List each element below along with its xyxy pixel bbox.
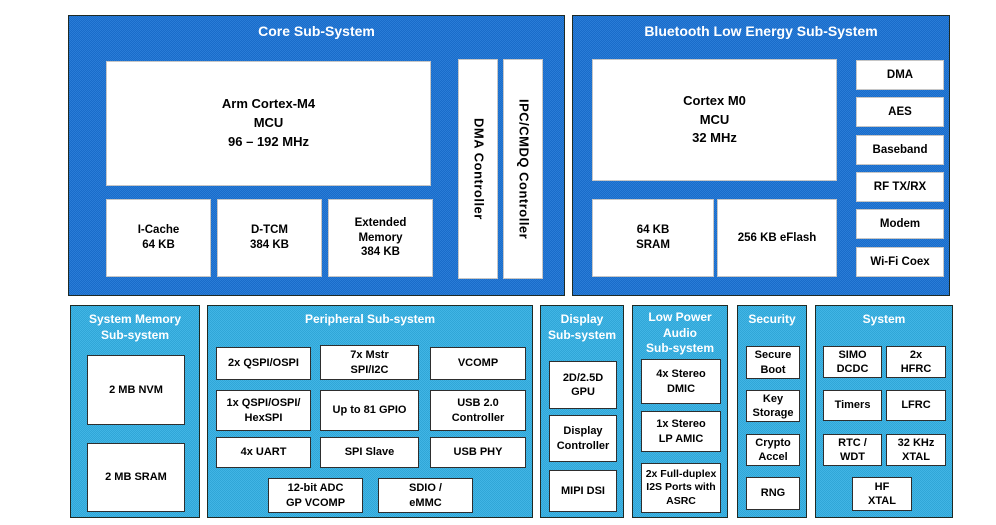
display-panel: Display Sub-system 2D/2.5D GPU Display C… — [540, 305, 624, 518]
peripheral-title: Peripheral Sub-system — [304, 312, 436, 326]
block-7x-mstr-spi-i2c: 7x Mstr SPI/I2C — [320, 345, 419, 380]
block-arm-cortex-m4: Arm Cortex-M4 MCU 96 – 192 MHz — [106, 61, 431, 186]
core-subsystem-title: Core Sub-System — [258, 23, 375, 39]
block-spi-slave: SPI Slave — [320, 437, 419, 468]
display-title: Display Sub-system — [547, 312, 617, 342]
block-81-gpio: Up to 81 GPIO — [320, 390, 419, 431]
block-usb-phy: USB PHY — [430, 437, 526, 468]
block-ble-dma: DMA — [856, 60, 944, 90]
block-baseband: Baseband — [856, 135, 944, 165]
block-i2s-asrc: 2x Full-duplex I2S Ports with ASRC — [641, 463, 721, 513]
block-key-storage: Key Storage — [746, 390, 800, 422]
system-memory-title: System Memory Sub-system — [88, 312, 182, 342]
block-mipi-dsi: MIPI DSI — [549, 470, 617, 512]
block-hf-xtal: HF XTAL — [852, 477, 912, 511]
block-2d-gpu: 2D/2.5D GPU — [549, 361, 617, 409]
block-2mb-sram: 2 MB SRAM — [87, 443, 185, 512]
block-wifi-coex: Wi-Fi Coex — [856, 247, 944, 277]
block-vcomp: VCOMP — [430, 347, 526, 380]
block-rtc-wdt: RTC / WDT — [823, 434, 882, 466]
security-title: Security — [748, 312, 796, 326]
block-usb20-controller: USB 2.0 Controller — [430, 390, 526, 431]
block-2x-hfrc: 2x HFRC — [886, 346, 946, 378]
block-32khz-xtal: 32 KHz XTAL — [886, 434, 946, 466]
block-cortex-m0: Cortex M0 MCU 32 MHz — [592, 59, 837, 181]
block-dma-controller: DMA Controller — [458, 59, 498, 279]
block-extended-memory: Extended Memory 384 KB — [328, 199, 433, 277]
block-rf-tx-rx: RF TX/RX — [856, 172, 944, 202]
system-panel: System SIMO DCDC 2x HFRC Timers LFRC RTC… — [815, 305, 953, 518]
block-timers: Timers — [823, 390, 882, 421]
block-ipc-cmdq-controller: IPC/CMDQ Controller — [503, 59, 543, 279]
system-title: System — [862, 312, 906, 326]
block-1x-stereo-lp-amic: 1x Stereo LP AMIC — [641, 411, 721, 452]
block-modem: Modem — [856, 209, 944, 239]
block-d-tcm: D-TCM 384 KB — [217, 199, 322, 277]
core-subsystem-panel: Core Sub-System Arm Cortex-M4 MCU 96 – 1… — [68, 15, 565, 296]
block-2mb-nvm: 2 MB NVM — [87, 355, 185, 425]
block-i-cache: I-Cache 64 KB — [106, 199, 211, 277]
block-2x-qspi-ospi: 2x QSPI/OSPI — [216, 347, 311, 380]
system-memory-panel: System Memory Sub-system 2 MB NVM 2 MB S… — [70, 305, 200, 518]
block-256kb-eflash: 256 KB eFlash — [717, 199, 837, 277]
block-4x-uart: 4x UART — [216, 437, 311, 468]
ble-subsystem-panel: Bluetooth Low Energy Sub-System Cortex M… — [572, 15, 950, 296]
block-lfrc: LFRC — [886, 390, 946, 421]
block-1x-qspi-hexspi: 1x QSPI/OSPI/ HexSPI — [216, 390, 311, 431]
block-display-controller: Display Controller — [549, 415, 617, 462]
block-secure-boot: Secure Boot — [746, 346, 800, 379]
peripheral-panel: Peripheral Sub-system 2x QSPI/OSPI 7x Ms… — [207, 305, 533, 518]
block-crypto-accel: Crypto Accel — [746, 434, 800, 466]
block-64kb-sram: 64 KB SRAM — [592, 199, 714, 277]
block-4x-stereo-dmic: 4x Stereo DMIC — [641, 359, 721, 404]
block-simo-dcdc: SIMO DCDC — [823, 346, 882, 378]
audio-title: Low Power Audio Sub-system — [645, 310, 715, 356]
audio-panel: Low Power Audio Sub-system 4x Stereo DMI… — [632, 305, 728, 518]
security-panel: Security Secure Boot Key Storage Crypto … — [737, 305, 807, 518]
block-rng: RNG — [746, 477, 800, 510]
ble-subsystem-title: Bluetooth Low Energy Sub-System — [644, 23, 878, 39]
block-aes: AES — [856, 97, 944, 127]
block-sdio-emmc: SDIO / eMMC — [378, 478, 473, 513]
block-12bit-adc-gp-vcomp: 12-bit ADC GP VCOMP — [268, 478, 363, 513]
